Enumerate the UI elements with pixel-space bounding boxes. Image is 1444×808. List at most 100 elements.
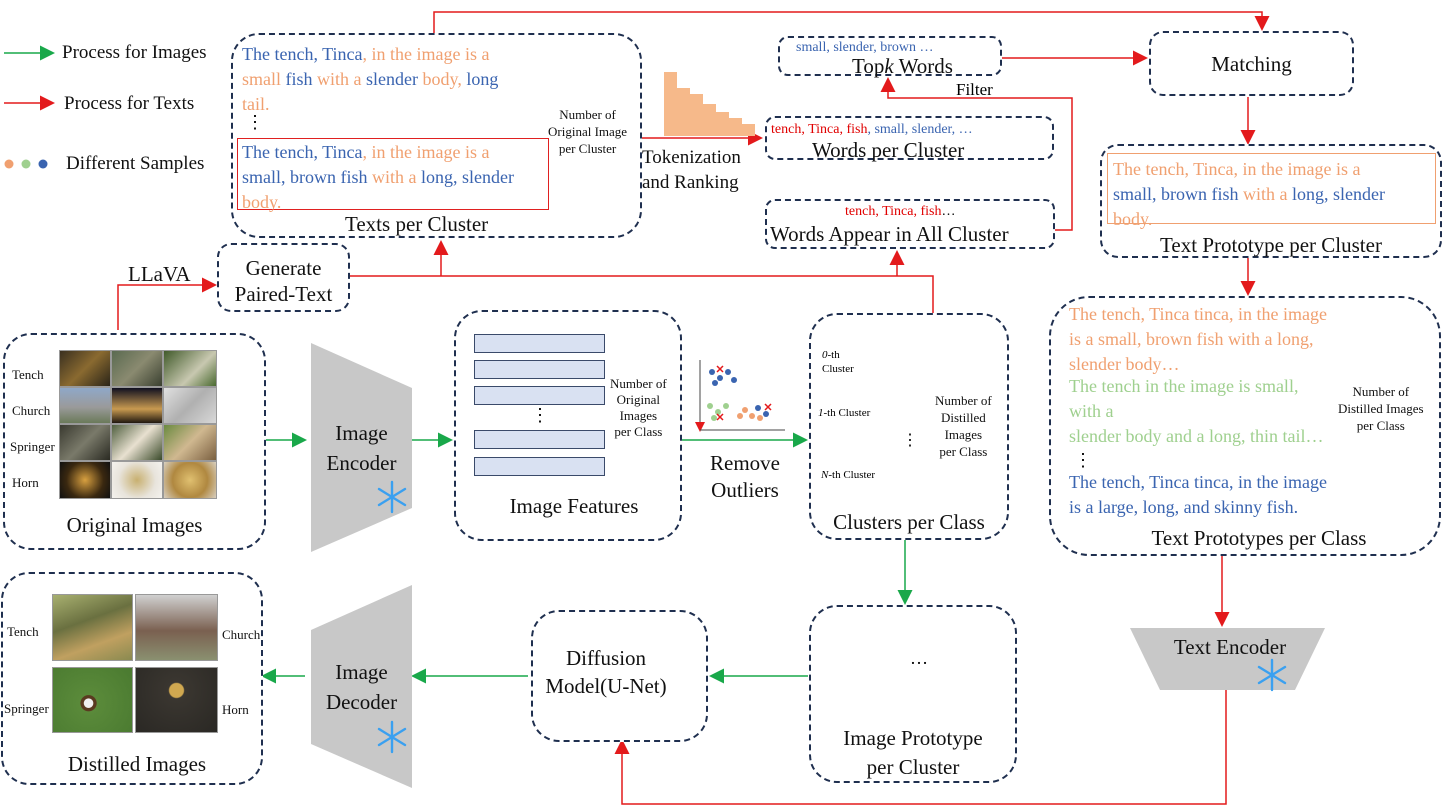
diffusion-model-box (531, 610, 708, 742)
orig-photo-horn-2 (111, 461, 163, 499)
distilled-label-springer: Springer (4, 701, 49, 716)
matching-box (1149, 31, 1354, 96)
clusters-per-class-title: Clusters per Class (833, 510, 985, 534)
text-sample-2: The tench, Tinca, in the image is a smal… (242, 142, 514, 212)
text-prototypes-ellipsis: ⋮ (1074, 450, 1092, 470)
arrow-top-to-matching (433, 11, 1270, 33)
orig-photo-horn-1 (59, 461, 111, 499)
matching-label: Matching (1211, 52, 1292, 76)
legend-samples-label: Different Samples (66, 153, 205, 174)
clusters-ellipsis: ⋮ (902, 432, 918, 449)
distilled-label-horn: Horn (222, 702, 249, 717)
distilled-images-title: Distilled Images (67, 752, 207, 776)
topk-words-box (778, 36, 1002, 76)
text-prototypes-box (1049, 296, 1441, 556)
feature-bar (474, 334, 605, 353)
words-per-cluster-box (765, 116, 1054, 160)
original-images-title: Original Images (66, 513, 203, 537)
text-encoder-label: Text Encoder (1173, 635, 1287, 659)
words-per-cluster-list: tench, Tinca, fish, small, slender, … (771, 122, 973, 137)
image-prototype-box (809, 605, 1017, 783)
image-features-title: Image Features (509, 494, 639, 518)
ranking-histogram (664, 72, 755, 136)
filter-label: Filter (956, 80, 993, 99)
cluster-1-label: 1-th Cluster (818, 407, 871, 419)
image-decoder-shape (311, 585, 412, 788)
orig-label-springer: Springer (10, 439, 55, 454)
snowflake-icon-text-encoder (1257, 658, 1287, 692)
distilled-label-church: Church (222, 627, 261, 642)
cluster-n-label: N-th Cluster (821, 469, 876, 481)
clusters-per-class-box (809, 313, 1009, 540)
feature-bar (474, 457, 605, 476)
orig-photo-springer-3 (163, 424, 217, 461)
snowflake-icon-decoder (377, 720, 407, 754)
generate-text-box (217, 243, 350, 312)
orig-photo-church-3 (163, 387, 217, 424)
llava-label: LLaVA (128, 262, 191, 286)
snowflake-icon-encoder (377, 480, 407, 514)
orig-photo-tench-1 (59, 350, 111, 387)
orig-photo-church-2 (111, 387, 163, 424)
orig-photo-springer-1 (59, 424, 111, 461)
orig-photo-horn-3 (163, 461, 217, 499)
texts-per-cluster-box (231, 33, 642, 238)
orig-photo-tench-3 (163, 350, 217, 387)
arrow-llava (117, 277, 217, 330)
texts-per-cluster-title: Texts per Cluster (345, 212, 489, 236)
text-prototype-text: The tench, Tinca, in the image is a smal… (1113, 159, 1385, 229)
words-all-list: tench, Tinca, fish… (845, 204, 956, 219)
text-sample-1: The tench, Tinca, in the image is a smal… (242, 44, 499, 114)
words-per-cluster-title: Words per Cluster (812, 138, 965, 162)
legend-dot-green (21, 159, 31, 169)
text-prototypes-green: The tench in the image is small,with a s… (1069, 376, 1324, 446)
words-all-title: Words Appear in All Cluster (770, 222, 1009, 246)
feature-bar (474, 430, 605, 449)
arrow-generate-to-words (350, 275, 934, 316)
distilled-photo-tench (52, 594, 133, 661)
orig-photo-tench-2 (111, 350, 163, 387)
distilled-photo-springer (52, 667, 133, 733)
distilled-label-tench: Tench (7, 624, 39, 639)
text-prototype-box (1100, 144, 1442, 258)
orig-photo-springer-2 (111, 424, 163, 461)
topk-words-list: small, slender, brown … (796, 40, 934, 55)
orig-label-tench: Tench (12, 367, 44, 382)
outlier-scatter-plot (695, 360, 785, 432)
distilled-photo-horn (135, 667, 218, 733)
words-all-cluster-box (765, 199, 1055, 249)
distilled-photo-church (135, 594, 218, 661)
legend-texts-label: Process for Texts (64, 93, 195, 114)
orig-label-horn: Horn (12, 475, 39, 490)
legend-images-label: Process for Images (62, 42, 207, 63)
text-prototypes-title: Text Prototypes per Class (1151, 526, 1367, 550)
text-prototype-title: Text Prototype per Cluster (1160, 233, 1382, 257)
legend-dot-blue (38, 159, 48, 169)
selected-text-highlight (237, 138, 549, 210)
text-prototype-highlight (1107, 153, 1436, 224)
feature-bar (474, 360, 605, 379)
arrow-filter-to-topk (880, 77, 1073, 231)
topk-words-title: Topk Words (852, 54, 953, 78)
orig-photo-church-1 (59, 387, 111, 424)
texts-ellipsis: ⋮ (246, 112, 264, 132)
image-prototype-ellipsis: … (910, 648, 928, 668)
feature-bar (474, 386, 605, 405)
arrow-encoder-to-diffusion (614, 690, 1227, 805)
legend-dot-orange (4, 159, 14, 169)
features-ellipsis: ⋮ (531, 405, 549, 425)
